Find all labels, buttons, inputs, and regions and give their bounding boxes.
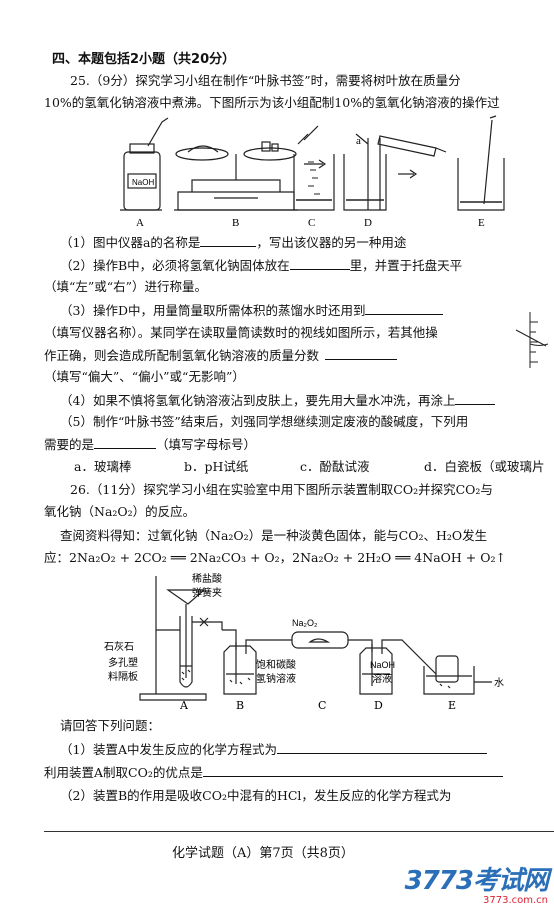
answer-blank[interactable] bbox=[365, 302, 444, 315]
q25-line1: 25.（9分）探究学习小组在制作“叶脉书签”时，需要将树叶放在质量分 bbox=[70, 73, 461, 88]
fig-label-D: D bbox=[364, 217, 372, 229]
fig-label-B: B bbox=[232, 217, 239, 229]
fig-label-na2o2: Na₂O₂ bbox=[292, 618, 318, 628]
q25-sub1-text-b: ，写出该仪器的另一种用途 bbox=[256, 235, 407, 250]
fig-label-B: B bbox=[236, 699, 244, 710]
fig-label-limestone: 石灰石 bbox=[104, 640, 134, 653]
q25-sub3d: （填写“偏大”、“偏小”或“无影响”） bbox=[44, 369, 245, 384]
q25-sub1: （1）图中仪器a的名称是 ，写出该仪器的另一种用途 bbox=[60, 234, 406, 251]
fig-label-naoh2: 溶液 bbox=[372, 672, 392, 685]
q25-line2: 10%的氢氧化钠溶液中煮沸。下图所示为该小组配制10%的氢氧化钠溶液的操作过 bbox=[44, 95, 500, 110]
q25-sub2c: （填“左”或“右”）进行称量。 bbox=[44, 279, 208, 294]
q26-sub2: （2）装置B的作用是吸收CO₂中混有的HCl，发生反应的化学方程式为 bbox=[60, 788, 452, 803]
q25-sub5c-text: （填写字母标号） bbox=[156, 437, 257, 452]
site-watermark: 3773考试网 3773.com.cn bbox=[404, 860, 549, 906]
q25-sub1-text: （1）图中仪器a的名称是 bbox=[60, 235, 201, 250]
q26-sub1-text: （1）装置A中发生反应的化学方程式为 bbox=[60, 742, 277, 757]
fig-label-clamp: 弹簧夹 bbox=[192, 586, 222, 599]
fig-d-cylinder bbox=[343, 133, 387, 211]
q26-prompt: 请回答下列问题： bbox=[60, 718, 161, 733]
q25-sub4-text: （4）如果不慎将氢氧化钠溶液沾到皮肤上，要先用大量水冲洗，再涂上 bbox=[60, 393, 456, 408]
fig-b-balance bbox=[174, 141, 298, 211]
cylinder-reading-figure bbox=[516, 312, 549, 368]
q25-sub2-text: （2）操作B中，必须将氢氧化钠固体放在 bbox=[60, 258, 290, 273]
q26-sub1b-text: 利用装置A制取CO₂的优点是 bbox=[44, 765, 203, 780]
watermark-url: 3773.com.cn bbox=[483, 895, 548, 906]
fig-e-water-trough bbox=[423, 655, 492, 695]
q25-sub4: （4）如果不慎将氢氧化钠溶液沾到皮肤上，要先用大量水冲洗，再涂上 bbox=[60, 392, 496, 409]
answer-blank[interactable] bbox=[202, 764, 503, 777]
fig-a-generator bbox=[166, 589, 223, 688]
fig-label-E: E bbox=[448, 699, 456, 710]
q25-sub5: （5）制作“叶脉书签”结束后，刘强同学想继续测定废液的酸碱度，下列用 bbox=[60, 414, 469, 429]
fig-d-wash-bottle bbox=[359, 639, 437, 695]
answer-blank[interactable] bbox=[276, 741, 487, 754]
q26-sub1: （1）装置A中发生反应的化学方程式为 bbox=[60, 741, 487, 758]
fig-label-plate2: 料隔板 bbox=[108, 670, 138, 683]
fig-label-A: A bbox=[179, 699, 189, 710]
fig-label-C: C bbox=[318, 699, 326, 710]
fig-label-acid: 稀盐酸 bbox=[192, 572, 222, 585]
fig-label-naoh1: NaOH bbox=[370, 660, 395, 670]
fig-label-sat1: 饱和碳酸 bbox=[256, 658, 296, 671]
fig-d-pouring-cylinder bbox=[377, 135, 447, 157]
arrow-1-head bbox=[318, 159, 327, 169]
q25-sub2: （2）操作B中，必须将氢氧化钠固体放在 里，并置于托盘天平 bbox=[60, 257, 462, 274]
q26-line2: 氧化钠（Na₂O₂）的反应。 bbox=[44, 504, 196, 519]
q25-sub2-text-b: 里，并置于托盘天平 bbox=[349, 258, 463, 273]
q26-info1: 查阅资料得知：过氧化钠（Na₂O₂）是一种淡黄色固体，能与CO₂、H₂O发生 bbox=[60, 528, 488, 543]
q25-sub5b: 需要的是 （填写字母标号） bbox=[44, 436, 256, 453]
fig-label-plate1: 多孔塑 bbox=[108, 656, 138, 669]
answer-blank[interactable] bbox=[94, 436, 157, 449]
answer-blank[interactable] bbox=[200, 234, 257, 247]
q25-option-a: a．玻璃棒 bbox=[74, 459, 132, 474]
q25-sub3c-text: 作正确，则会造成所配制氢氧化钠溶液的质量分数 bbox=[44, 348, 320, 363]
q25-option-b: b．pH试纸 bbox=[184, 459, 249, 474]
fig-a-naoh-bottle bbox=[120, 117, 169, 211]
fig-c-beaker bbox=[293, 125, 335, 211]
q26-info2: 应：2Na₂O₂ + 2CO₂ ══ 2Na₂CO₃ + O₂，2Na₂O₂ +… bbox=[44, 550, 506, 565]
section-heading: 四、本题包括2小题（共20分） bbox=[52, 52, 236, 67]
q25-sub3: （3）操作D中，用量筒量取所需体积的蒸馏水时还用到 bbox=[60, 302, 444, 319]
answer-blank[interactable] bbox=[325, 347, 398, 360]
page-footer: 化学试题（A）第7页（共8页） bbox=[172, 846, 354, 861]
fig-c-reaction-tube bbox=[262, 631, 373, 652]
answer-blank[interactable] bbox=[289, 257, 350, 270]
fig-b-wash-bottle bbox=[223, 639, 262, 695]
q25-sub3-text: （3）操作D中，用量筒量取所需体积的蒸馏水时还用到 bbox=[60, 303, 366, 318]
q25-sub5b-text: 需要的是 bbox=[44, 437, 95, 452]
q26-sub1b: 利用装置A制取CO₂的优点是 bbox=[44, 764, 503, 781]
fig-e-beaker-stirring bbox=[457, 115, 505, 211]
fig-a-iron-stand bbox=[139, 576, 207, 701]
q25-apparatus-figure: NaOH a A B C D E bbox=[120, 115, 505, 229]
fig-label-A: A bbox=[136, 217, 144, 229]
q25-sub3b: （填写仪器名称）。某同学在读取量筒读数时的视线如图所示，若其他操 bbox=[44, 325, 438, 340]
q25-option-c: c．酚酞试液 bbox=[300, 459, 370, 474]
answer-blank[interactable] bbox=[455, 392, 496, 405]
arrow-2-head bbox=[409, 169, 418, 179]
watermark-logo: 3773考试网 bbox=[404, 866, 549, 896]
fig-label-a: a bbox=[356, 135, 361, 147]
q26-line1: 26.（11分）探究学习小组在实验室中用下图所示装置制取CO₂并探究CO₂与 bbox=[70, 482, 493, 497]
footer-rule bbox=[44, 831, 554, 832]
fig-label-C: C bbox=[308, 217, 315, 229]
q25-sub3c: 作正确，则会造成所配制氢氧化钠溶液的质量分数 bbox=[44, 347, 398, 364]
q26-apparatus-figure: 稀盐酸 弹簧夹 Na₂O₂ 石灰石 多孔塑 料隔板 饱和碳酸 氢钠溶液 NaOH… bbox=[104, 572, 504, 710]
fig-label-sat2: 氢钠溶液 bbox=[256, 672, 296, 685]
q25-option-d: d．白瓷板（或玻璃片 bbox=[424, 459, 545, 474]
fig-a-naoh-label: NaOH bbox=[132, 178, 154, 187]
fig-label-E: E bbox=[478, 217, 485, 229]
fig-label-D: D bbox=[374, 699, 383, 710]
fig-label-water: 水 bbox=[494, 677, 504, 689]
